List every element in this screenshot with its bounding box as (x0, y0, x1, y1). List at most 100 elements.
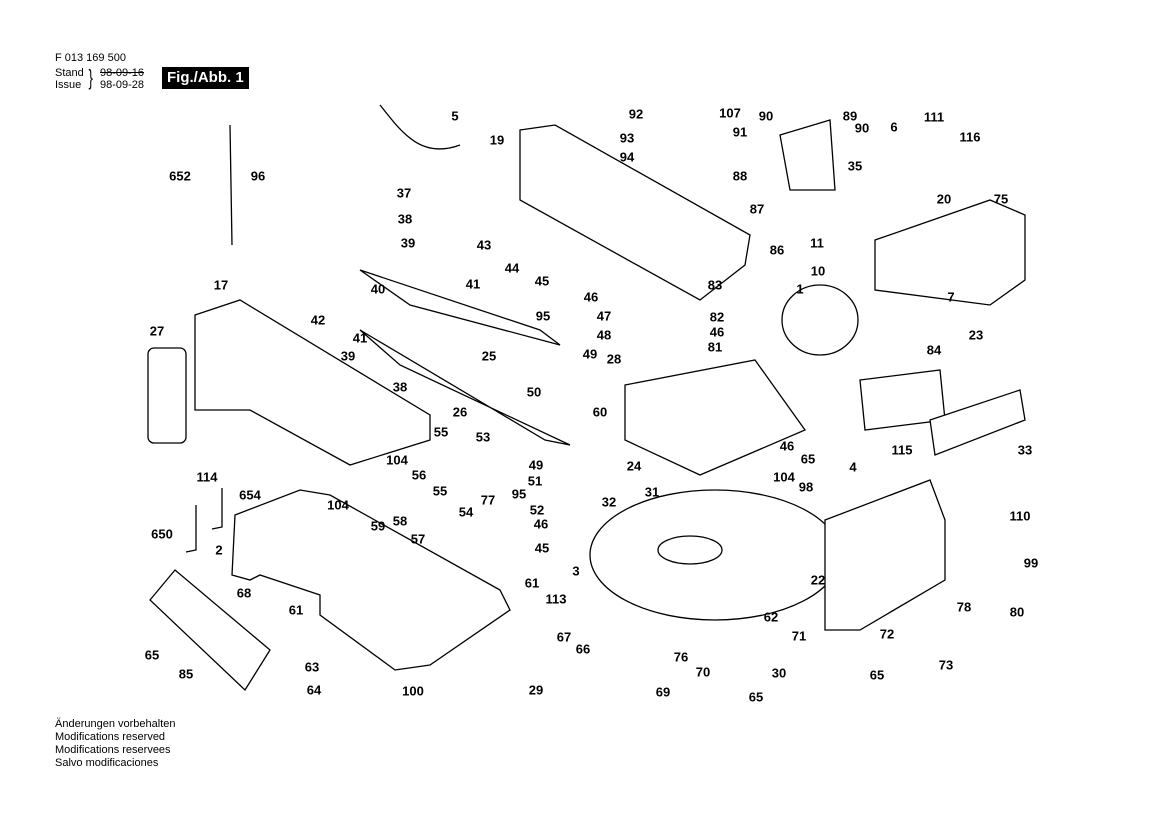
base (231, 489, 511, 671)
hex-key-650 (185, 505, 197, 553)
upper-frame-19 (519, 124, 751, 301)
part-number-label: 37 (396, 185, 412, 201)
part-number-label: 115 (891, 442, 913, 458)
part-number-label: 2 (215, 542, 223, 558)
part-number-label: 83 (707, 277, 723, 293)
part-number-label: 104 (386, 452, 408, 468)
part-number-label: 67 (556, 629, 572, 645)
part-number-label: 54 (458, 504, 474, 520)
part-number-label: 31 (644, 484, 660, 500)
part-number-label: 90 (854, 120, 870, 136)
housing-75 (874, 199, 1026, 306)
footer-line: Modifications reservees (55, 744, 171, 756)
brace-icon: } (88, 65, 93, 90)
part-number-label: 69 (655, 684, 671, 700)
part-number-label: 95 (511, 486, 527, 502)
rod-652 (229, 124, 233, 246)
part-number-label: 65 (800, 451, 816, 467)
part-number-label: 42 (310, 312, 326, 328)
part-number-label: 35 (847, 158, 863, 174)
part-number-label: 57 (410, 531, 426, 547)
part-number-label: 55 (432, 483, 448, 499)
part-number-label: 650 (151, 526, 173, 542)
part-number-label: 94 (619, 149, 635, 165)
lower-arm-26 (359, 329, 571, 446)
hex-key-654 (211, 488, 223, 530)
issue-date: 98-09-28 (100, 79, 145, 91)
part-number-label: 98 (798, 479, 814, 495)
part-number-label: 55 (433, 424, 449, 440)
footer-notes: Änderungen vorbehalten Modifications res… (55, 718, 175, 770)
part-number-label: 66 (575, 641, 591, 657)
part-number-label: 22 (810, 572, 826, 588)
part-number-label: 111 (923, 109, 945, 125)
part-number-label: 75 (993, 191, 1009, 207)
part-number-label: 91 (732, 124, 748, 140)
part-number-label: 49 (582, 346, 598, 362)
part-number-label: 27 (149, 323, 165, 339)
part-number-label: 63 (304, 659, 320, 675)
document-number: F 013 169 500 (55, 52, 126, 64)
part-number-label: 11 (810, 235, 824, 251)
stand-label: Stand (55, 67, 84, 79)
issue-label: Issue (55, 79, 82, 91)
part-number-label: 28 (606, 351, 622, 367)
part-number-label: 58 (392, 513, 408, 529)
part-number-label: 29 (528, 682, 544, 698)
part-number-label: 65 (869, 667, 885, 683)
part-number-label: 85 (178, 666, 194, 682)
figure-label: Fig./Abb. 1 (162, 67, 249, 89)
footer-line: Modifications reserved (55, 731, 166, 743)
part-number-label: 104 (773, 469, 795, 485)
part-number-label: 53 (475, 429, 491, 445)
cover-27 (147, 347, 187, 444)
part-number-label: 5 (451, 108, 459, 124)
part-number-label: 47 (596, 308, 612, 324)
part-number-label: 99 (1023, 555, 1039, 571)
part-number-label: 113 (545, 591, 567, 607)
part-number-label: 38 (397, 211, 413, 227)
part-number-label: 71 (791, 628, 807, 644)
part-number-label: 78 (956, 599, 972, 615)
part-number-label: 65 (748, 689, 764, 705)
part-number-label: 88 (732, 168, 748, 184)
part-number-label: 40 (370, 281, 386, 297)
part-number-label: 7 (947, 289, 955, 305)
part-number-label: 86 (769, 242, 785, 258)
part-number-label: 39 (340, 348, 356, 364)
housing-17 (194, 299, 431, 466)
cover-85 (149, 569, 271, 692)
part-number-label: 95 (535, 308, 551, 324)
part-number-label: 114 (196, 469, 218, 485)
part-number-label: 84 (926, 342, 942, 358)
part-number-label: 77 (480, 492, 496, 508)
blade-guard-35 (779, 119, 836, 191)
part-number-label: 43 (476, 237, 492, 253)
cable-5 (379, 104, 461, 150)
part-number-label: 25 (481, 348, 497, 364)
part-number-label: 90 (758, 108, 774, 124)
part-number-label: 70 (695, 664, 711, 680)
motor-1 (781, 284, 859, 356)
part-number-label: 104 (327, 497, 349, 513)
motor-housing-24 (624, 359, 806, 476)
part-number-label: 45 (534, 273, 550, 289)
part-number-label: 17 (213, 277, 229, 293)
part-number-label: 45 (534, 540, 550, 556)
part-number-label: 46 (779, 438, 795, 454)
table-insert-hole (657, 535, 723, 565)
footer-line: Salvo modificaciones (55, 757, 159, 769)
part-number-label: 38 (392, 379, 408, 395)
part-number-label: 93 (619, 130, 635, 146)
part-number-label: 87 (749, 201, 765, 217)
part-number-label: 39 (400, 235, 416, 251)
part-number-label: 82 (709, 309, 725, 325)
part-number-label: 62 (763, 609, 779, 625)
footer-line: Änderungen vorbehalten (55, 718, 176, 730)
part-number-label: 1 (796, 281, 804, 297)
part-number-label: 50 (526, 384, 542, 400)
part-number-label: 107 (719, 105, 741, 121)
part-number-label: 59 (370, 518, 386, 534)
part-number-label: 56 (411, 467, 427, 483)
